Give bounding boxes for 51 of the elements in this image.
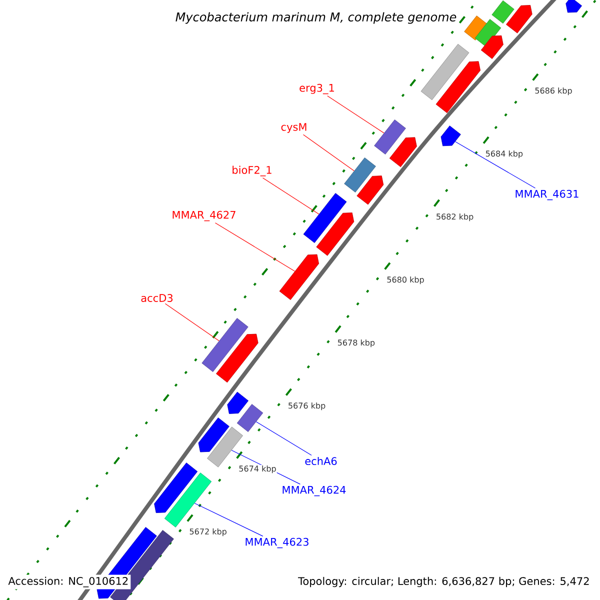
gene-block bbox=[506, 5, 532, 34]
leader-line bbox=[262, 178, 320, 214]
gene-block bbox=[436, 61, 480, 114]
gene-box bbox=[164, 472, 212, 528]
gene-block bbox=[198, 418, 230, 452]
gene-box bbox=[474, 19, 502, 47]
gene-box bbox=[492, 0, 514, 24]
gene-box bbox=[344, 158, 376, 192]
gene-block bbox=[279, 254, 319, 300]
gene-block bbox=[566, 0, 582, 13]
scale-label: 5676 kbp bbox=[287, 402, 326, 411]
scale-label: 5678 kbp bbox=[336, 338, 376, 348]
gene-box bbox=[303, 193, 347, 243]
gene-block bbox=[216, 334, 258, 383]
leader-line bbox=[256, 421, 312, 456]
gene-block bbox=[440, 126, 461, 146]
gene-label: MMAR_4623 bbox=[246, 538, 308, 548]
gene-block bbox=[227, 392, 248, 414]
scale-label: 5682 kbp bbox=[435, 212, 474, 222]
gene-box bbox=[374, 120, 406, 154]
gene-label: echA6 bbox=[305, 456, 337, 466]
leader-line bbox=[303, 134, 354, 172]
leader-line bbox=[194, 502, 264, 536]
gene-block bbox=[154, 462, 198, 513]
gene-block bbox=[480, 35, 504, 59]
gene-box bbox=[207, 426, 243, 468]
gene-box bbox=[202, 318, 248, 372]
scale-label: 5674 kbp bbox=[238, 464, 277, 474]
gene-label: erg3_1 bbox=[300, 84, 334, 94]
gene-box bbox=[420, 44, 470, 100]
scale-label: 5672 kbp bbox=[188, 528, 228, 537]
gene-label: MMAR_4631 bbox=[516, 190, 578, 200]
scale-label: 5686 kbp bbox=[534, 86, 573, 96]
footer-text: Accession: NC_010612 bbox=[6, 574, 131, 590]
title: Mycobacterium marinum M, complete genome bbox=[174, 11, 458, 25]
scale-label: 5680 kbp bbox=[386, 276, 425, 285]
gene-label: accD3 bbox=[141, 294, 173, 302]
gene-block bbox=[356, 176, 384, 205]
leader-line bbox=[214, 222, 296, 272]
gene-label: MMAR_4624 bbox=[282, 486, 346, 496]
gene-label: bioF2_1 bbox=[232, 166, 272, 176]
gene-box bbox=[236, 404, 264, 432]
gene-block bbox=[316, 212, 354, 256]
leader-line bbox=[327, 96, 384, 134]
gene-label: MMAR_4627 bbox=[172, 210, 236, 222]
gene-label: cysM bbox=[281, 123, 306, 133]
leader-line bbox=[164, 303, 220, 342]
footer-text: Topology: circular; Length: 6,636,827 bp; Genes: 5,472 bbox=[296, 574, 592, 590]
gene-block bbox=[389, 137, 417, 168]
leader-line bbox=[454, 141, 536, 188]
scale-label: 5684 kbp bbox=[484, 150, 524, 159]
